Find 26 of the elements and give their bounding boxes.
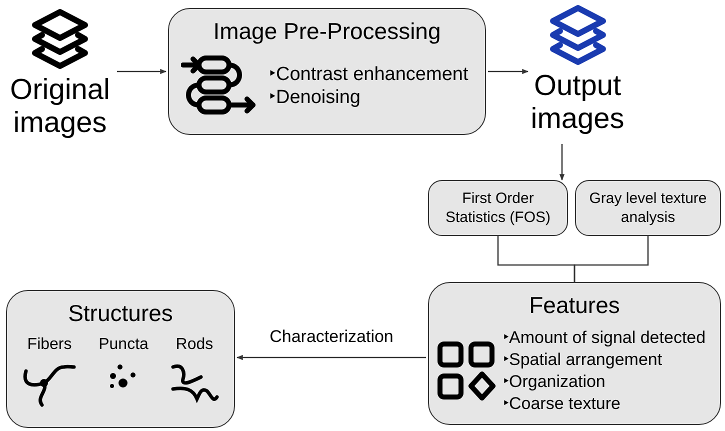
node-label: First Order Statistics (FOS) bbox=[444, 189, 552, 227]
panel-title: Features bbox=[529, 291, 620, 319]
structure-label: Rods bbox=[176, 335, 214, 355]
panel-title: Structures bbox=[68, 299, 173, 327]
process-box bbox=[575, 180, 721, 236]
bullet-item: ‣Organization bbox=[503, 371, 606, 393]
process-box bbox=[168, 8, 486, 135]
connector-line bbox=[574, 236, 649, 282]
arrow bbox=[559, 144, 565, 181]
arrow bbox=[117, 68, 167, 74]
arrow bbox=[488, 68, 529, 74]
bullet-item: ‣Coarse texture bbox=[503, 393, 622, 415]
structure-label: Puncta bbox=[98, 335, 148, 355]
arrow bbox=[236, 354, 426, 360]
bullet-item: ‣Contrast enhancement bbox=[269, 63, 468, 86]
process-box bbox=[6, 290, 235, 428]
bullet-item: ‣Spatial arrangement bbox=[503, 349, 664, 371]
process-box bbox=[428, 282, 721, 425]
bullet-item: ‣Amount of signal detected bbox=[503, 327, 706, 349]
node-label: Output images bbox=[530, 70, 625, 136]
bullet-item: ‣Denoising bbox=[269, 86, 362, 109]
process-box bbox=[428, 180, 568, 236]
node-label: Original images bbox=[9, 74, 111, 140]
node-label: Gray level texture analysis bbox=[588, 189, 708, 227]
structure-label: Fibers bbox=[27, 335, 72, 355]
panel-title: Image Pre-Processing bbox=[213, 17, 441, 45]
